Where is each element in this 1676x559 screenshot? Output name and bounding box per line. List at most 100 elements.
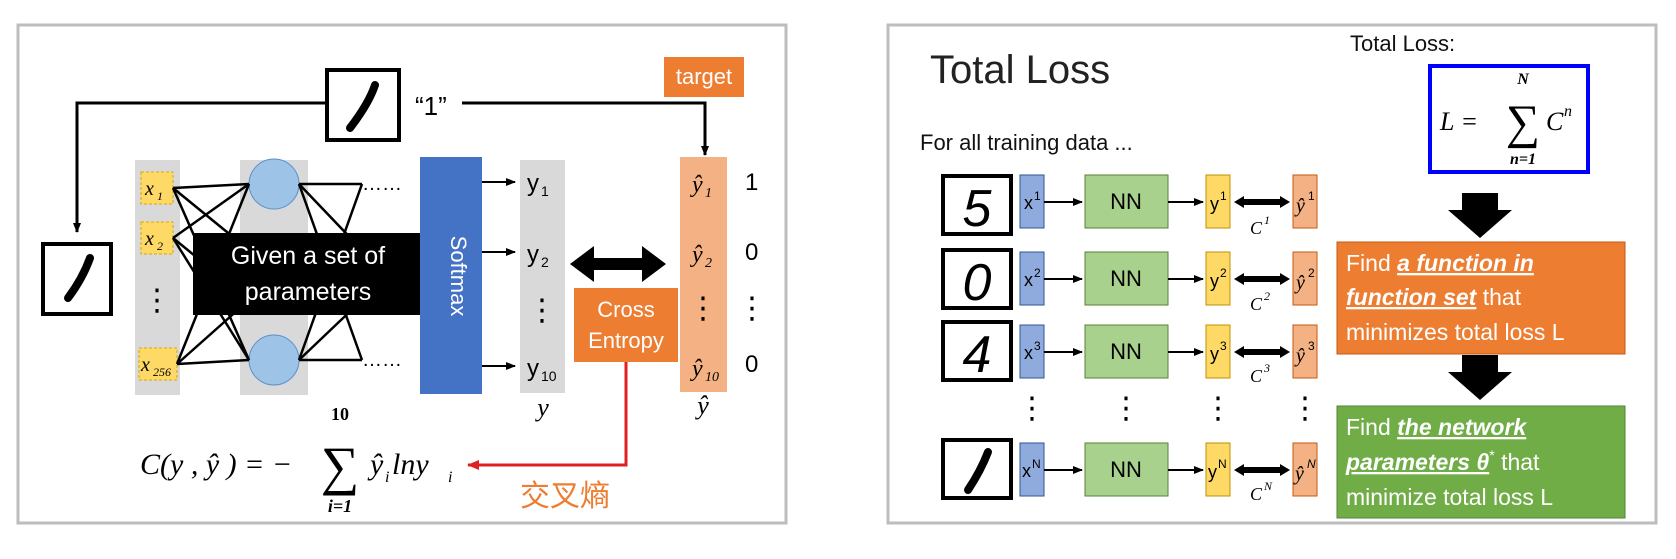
svg-text:⋮: ⋮ xyxy=(1017,392,1047,425)
parameters-box-text: Find the network parameters θ* that mini… xyxy=(1345,414,1553,510)
function-box xyxy=(1336,241,1626,355)
svg-text:1: 1 xyxy=(1034,189,1041,203)
target-column xyxy=(680,157,727,392)
svg-text:2: 2 xyxy=(1308,266,1315,280)
svg-text:1: 1 xyxy=(157,189,163,203)
svg-text:L =: L = xyxy=(1439,107,1478,136)
svg-text:minimize total loss L: minimize total loss L xyxy=(1346,484,1553,510)
left-digit-image xyxy=(41,242,113,316)
softmax-label: Softmax xyxy=(446,236,471,317)
svg-text:y: y xyxy=(1210,271,1219,291)
output-ellipsis: ⋮ xyxy=(527,294,557,327)
red-arrow xyxy=(467,362,628,470)
sample-row-1: 5 x 1 NN y 1 C 1 ŷ 1 xyxy=(941,174,1318,238)
svg-text:3: 3 xyxy=(1263,361,1270,375)
svg-text:n=1: n=1 xyxy=(1510,151,1536,168)
svg-text:ŷ: ŷ xyxy=(367,448,384,481)
svg-text:x: x xyxy=(144,228,154,250)
svg-text:Find the network: Find the network xyxy=(1346,414,1527,440)
svg-text:x: x xyxy=(1022,461,1031,481)
right-panel: Total Loss For all training data ... Tot… xyxy=(886,23,1658,525)
sample-row-3: 4 x 3 NN y 3 C 3 ŷ 3 xyxy=(941,320,1318,386)
parameters-overlay xyxy=(193,233,423,315)
svg-text:y: y xyxy=(527,170,539,197)
parameters-box xyxy=(1336,405,1626,519)
total-loss-formula-box xyxy=(1428,64,1590,174)
svg-text:3: 3 xyxy=(1034,339,1041,353)
svg-text:⋮: ⋮ xyxy=(1290,392,1320,425)
left-panel: “1” target x 1 x 2 ⋮ x 256 xyxy=(16,23,788,525)
svg-text:1: 1 xyxy=(1264,213,1270,227)
output-y10: y 10 xyxy=(527,355,557,384)
svg-text:x: x xyxy=(1024,270,1033,290)
target-yhat10: ŷ 10 xyxy=(690,356,719,385)
down-arrow-1 xyxy=(1448,193,1512,238)
svg-text:lny: lny xyxy=(392,448,429,481)
svg-text:10: 10 xyxy=(541,368,557,384)
total-loss-formula: L = N ∑ n=1 C n xyxy=(1439,71,1572,168)
sample-row-n: 1 x N NN y N C N ŷ N xyxy=(941,438,1318,504)
yhat-label: ŷ xyxy=(694,391,709,420)
chinese-label: 交叉熵 xyxy=(520,480,610,513)
svg-text:∑: ∑ xyxy=(1506,96,1540,149)
svg-text:i: i xyxy=(385,469,389,486)
svg-text:C: C xyxy=(1250,218,1263,238)
svg-text:function set that: function set that xyxy=(1346,284,1522,310)
top-digit-image xyxy=(325,68,401,142)
svg-text:1: 1 xyxy=(541,183,549,199)
svg-text:N: N xyxy=(1218,457,1227,471)
svg-text:2: 2 xyxy=(1264,289,1270,303)
svg-text:y: y xyxy=(527,355,539,382)
neuron-bottom xyxy=(248,334,300,386)
dots-top: …… xyxy=(362,173,402,195)
target-ellipsis: ⋮ xyxy=(688,292,718,325)
svg-text:5: 5 xyxy=(963,180,993,238)
target-badge xyxy=(664,57,744,97)
svg-text:C(y , ŷ ) = −: C(y , ŷ ) = − xyxy=(140,448,292,481)
row-vdots: ⋮ ⋮ ⋮ ⋮ xyxy=(1017,392,1320,425)
svg-text:ŷ: ŷ xyxy=(1294,345,1305,367)
function-box-text: Find a function in function set that min… xyxy=(1346,250,1565,345)
cross-entropy-box xyxy=(574,288,678,362)
cross-entropy-line2: Entropy xyxy=(588,328,664,353)
svg-text:2: 2 xyxy=(1220,266,1227,280)
target-value-10: 0 xyxy=(745,351,758,378)
svg-text:∑: ∑ xyxy=(321,436,360,496)
target-value-1: 1 xyxy=(745,169,758,196)
svg-text:y: y xyxy=(527,241,539,268)
svg-text:2: 2 xyxy=(1034,266,1041,280)
svg-text:ŷ: ŷ xyxy=(690,172,703,198)
svg-text:parameters θ* that: parameters θ* that xyxy=(1345,447,1540,475)
y-label: y xyxy=(534,393,549,422)
svg-text:y: y xyxy=(1208,462,1217,482)
svg-text:N: N xyxy=(1516,71,1530,88)
top-left-line xyxy=(73,101,327,233)
svg-text:C: C xyxy=(1250,294,1263,314)
softmax-block xyxy=(420,157,482,394)
output-y2: y 2 xyxy=(527,241,549,270)
svg-text:ŷ: ŷ xyxy=(690,242,703,268)
down-arrow-2 xyxy=(1448,355,1512,400)
cross-entropy-line1: Cross xyxy=(597,297,654,322)
svg-text:1: 1 xyxy=(705,186,712,201)
svg-text:minimizes total loss L: minimizes total loss L xyxy=(1346,319,1565,345)
svg-text:y: y xyxy=(1210,194,1219,214)
compare-double-arrow xyxy=(570,246,666,282)
svg-text:1: 1 xyxy=(1308,189,1315,203)
svg-text:NN: NN xyxy=(1110,266,1142,291)
svg-text:NN: NN xyxy=(1110,189,1142,214)
output-column xyxy=(520,160,565,393)
svg-text:0: 0 xyxy=(963,254,992,312)
svg-text:3: 3 xyxy=(1308,339,1315,353)
input-x2: x 2 xyxy=(140,221,174,255)
top-right-line xyxy=(462,101,709,156)
svg-text:⋮: ⋮ xyxy=(1203,392,1233,425)
target-value-ellipsis: ⋮ xyxy=(737,292,767,325)
subtitle: For all training data ... xyxy=(920,130,1133,155)
dots-bottom: …… xyxy=(362,349,402,371)
svg-text:⋮: ⋮ xyxy=(1111,392,1141,425)
svg-text:ŷ: ŷ xyxy=(1294,195,1305,217)
svg-text:N: N xyxy=(1263,479,1273,493)
svg-text:NN: NN xyxy=(1110,339,1142,364)
